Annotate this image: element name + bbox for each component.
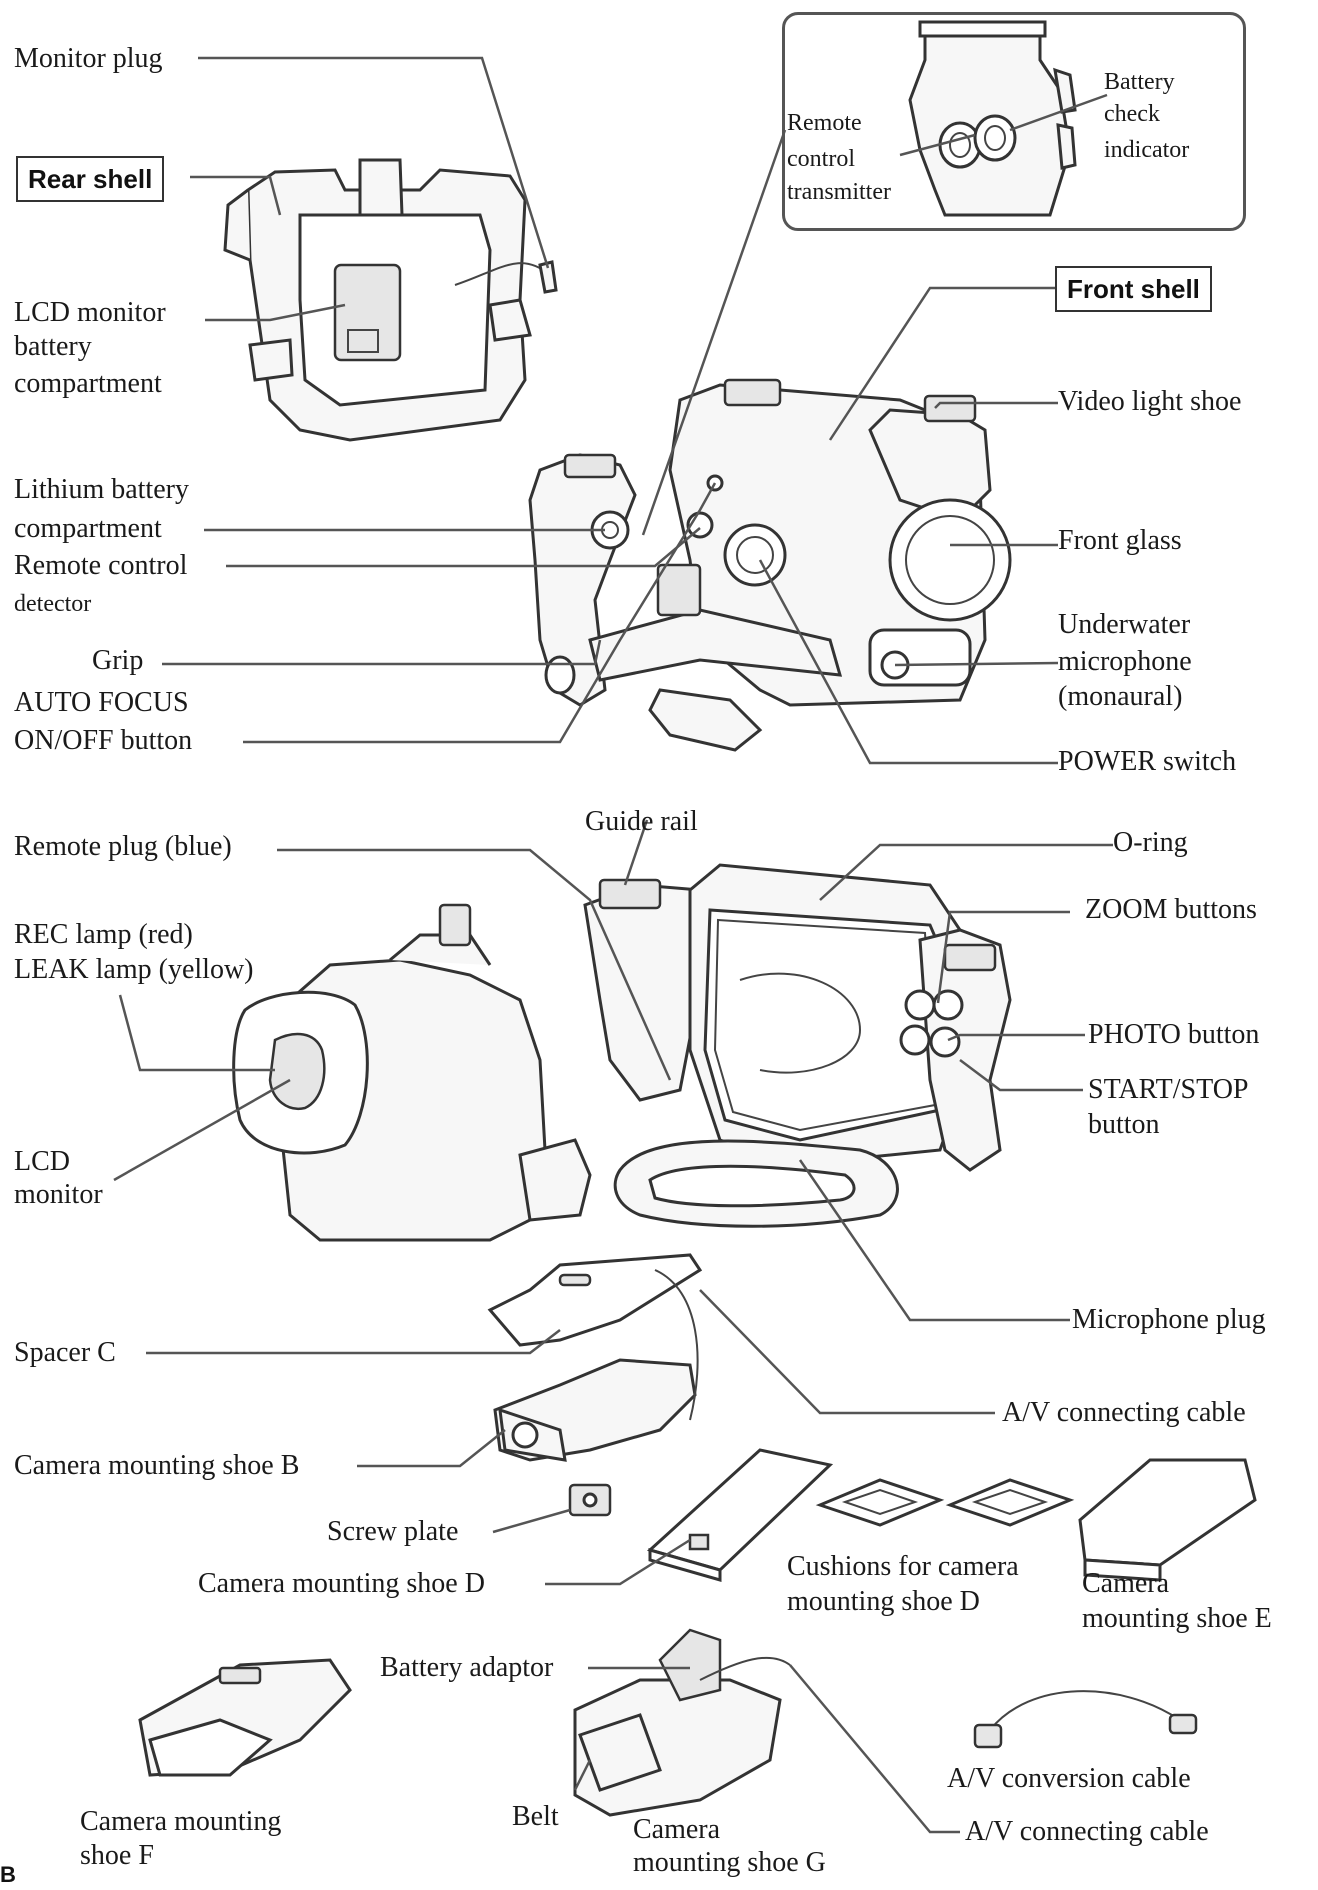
label-lcd-battery-line1: LCD monitor [14,297,166,328]
label-shoe-b: Camera mounting shoe B [14,1450,300,1481]
label-underwater-mic-line2: microphone [1058,646,1192,677]
label-spacer-c: Spacer C [14,1337,116,1368]
label-remote-detector-line1: Remote control [14,550,188,581]
label-zoom-buttons: ZOOM buttons [1085,894,1257,925]
remote-transmitter-illustration [908,20,1077,217]
label-photo-button: PHOTO button [1088,1019,1260,1050]
label-lithium-line2: compartment [14,513,162,544]
label-front-shell: Front shell [1055,266,1212,312]
label-underwater-mic-line3: (monaural) [1058,681,1183,712]
label-belt: Belt [512,1801,559,1832]
label-remote-tx-line1: Remote [787,110,862,136]
label-remote-tx-line2: control [787,146,855,172]
label-microphone-plug: Microphone plug [1072,1304,1266,1335]
label-power-switch: POWER switch [1058,746,1237,777]
label-shoe-d: Camera mounting shoe D [198,1568,485,1599]
label-video-light-shoe: Video light shoe [1058,386,1242,417]
label-cushions-line1: Cushions for camera [787,1551,1019,1582]
label-monitor-plug: Monitor plug [14,43,163,74]
label-battery-check-line3: indicator [1104,137,1190,163]
label-autofocus-line1: AUTO FOCUS [14,687,189,718]
label-grip: Grip [92,645,144,676]
label-start-stop-line2: button [1088,1109,1160,1140]
label-start-stop-line1: START/STOP [1088,1074,1249,1105]
front-shell-rear-illustration [583,863,1012,1228]
label-lcd-monitor-line1: LCD [14,1146,70,1177]
lcd-monitor-illustration [232,903,592,1242]
label-lcd-battery-line3: compartment [14,368,162,399]
label-guide-rail: Guide rail [585,806,698,837]
label-remote-plug: Remote plug (blue) [14,831,232,862]
label-rear-shell: Rear shell [16,156,165,202]
leader-lines [113,56,1113,1834]
label-o-ring: O-ring [1113,827,1188,858]
label-shoe-g-line2: mounting shoe G [633,1847,826,1878]
rear-shell-illustration [223,158,558,442]
label-shoe-e-line1: Camera [1082,1568,1170,1599]
label-lcd-monitor-line2: monitor [14,1179,103,1210]
label-remote-detector-line2: detector [14,591,92,617]
label-lcd-battery-line2: battery [14,331,92,362]
label-battery-check-line1: Battery [1104,69,1175,95]
front-shell-illustration [528,378,1012,752]
label-screw-plate: Screw plate [327,1516,459,1547]
label-cushions-line2: mounting shoe D [787,1586,980,1617]
shoe-g-illustration [573,1628,791,1817]
label-front-glass: Front glass [1058,525,1182,556]
label-av-cable-top: A/V connecting cable [1002,1397,1246,1428]
av-conversion-cable-illustration [973,1690,1198,1749]
remote-transmitter-inset [782,12,1246,231]
label-shoe-e-line2: mounting shoe E [1082,1603,1272,1634]
label-autofocus-line2: ON/OFF button [14,725,193,756]
label-av-conversion: A/V conversion cable [947,1763,1191,1794]
page-mark: B [0,1862,16,1887]
shoe-d-cushions-shoe-e-illustration [646,1448,1257,1582]
label-underwater-mic-line1: Underwater [1058,609,1191,640]
label-lithium-line1: Lithium battery [14,474,189,505]
label-av-cable-bottom: A/V connecting cable [965,1816,1209,1847]
shoe-f-illustration [138,1658,352,1777]
label-leak-lamp: LEAK lamp (yellow) [14,954,254,985]
label-remote-tx-line3: transmitter [787,179,891,205]
label-rec-lamp: REC lamp (red) [14,919,193,950]
label-shoe-f-line1: Camera mounting [80,1806,282,1837]
label-shoe-f-line2: shoe F [80,1840,154,1871]
label-battery-check-line2: check [1104,101,1160,127]
spacer-and-shoe-b-illustration [487,1253,703,1517]
label-shoe-g-line1: Camera [633,1814,721,1845]
label-battery-adaptor: Battery adaptor [380,1652,554,1683]
